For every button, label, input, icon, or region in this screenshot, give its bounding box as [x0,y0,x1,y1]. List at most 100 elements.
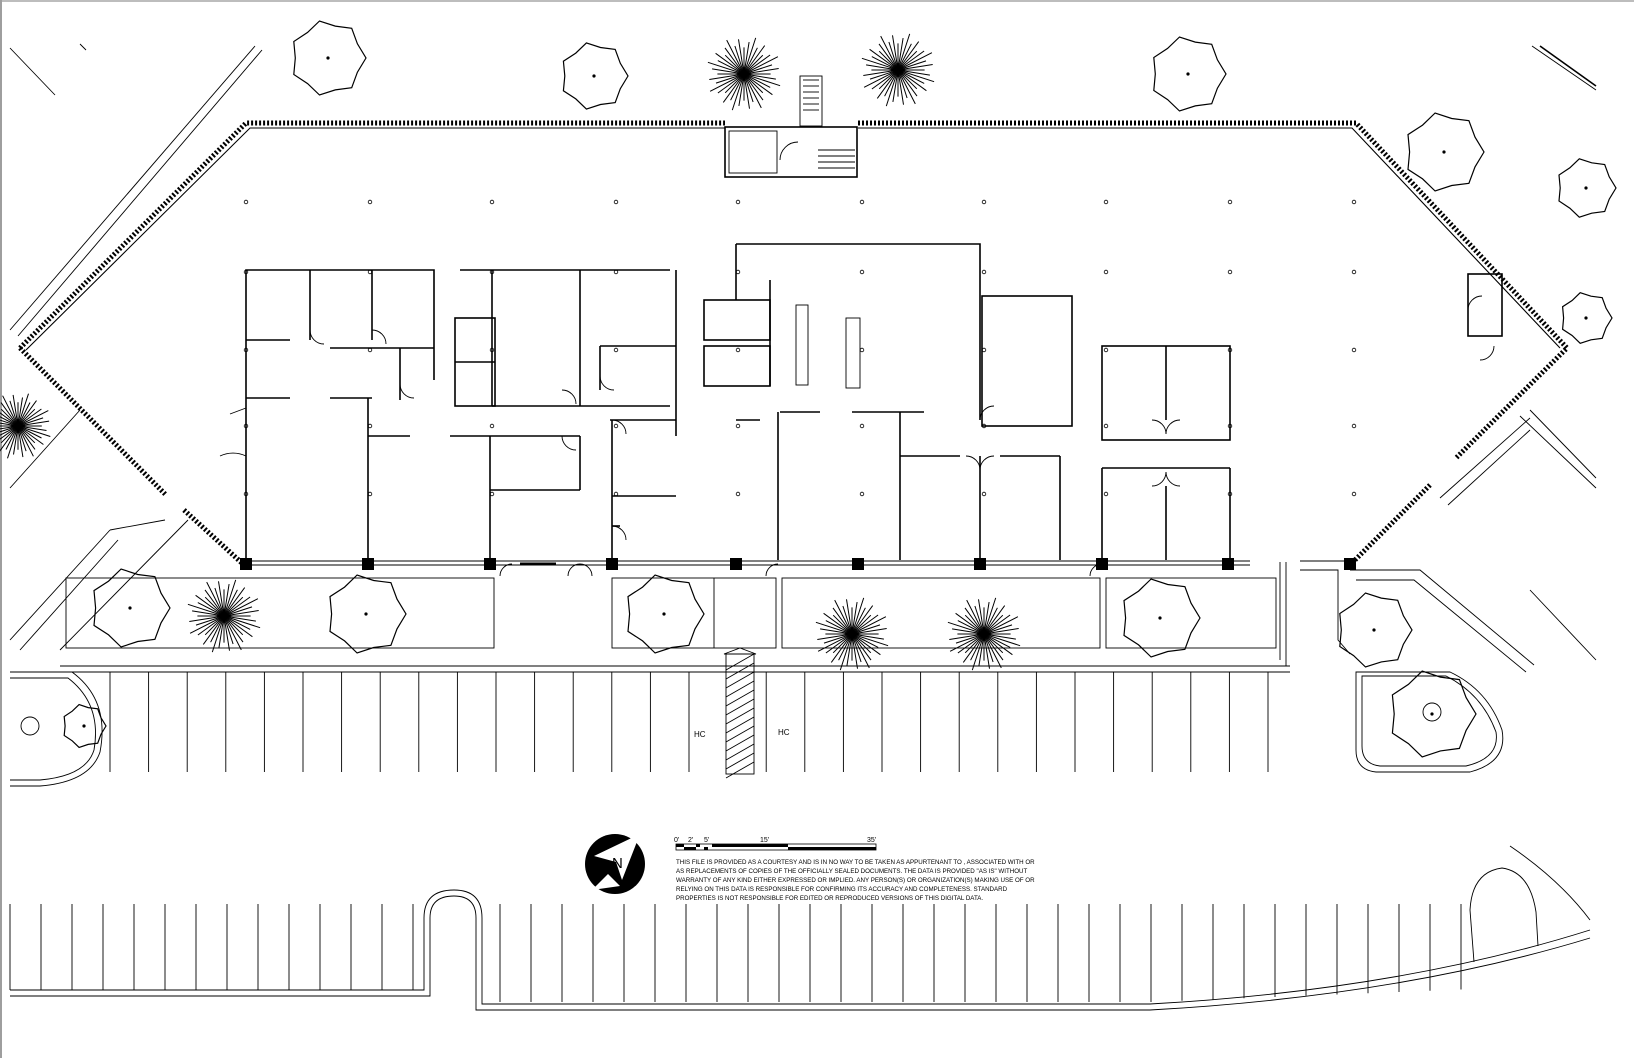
deciduous-tree-icon [1558,158,1617,218]
palm-frond [897,69,925,84]
palm-frond [878,43,899,71]
palm-frond [743,73,764,101]
palm-frond [7,425,19,459]
palm-frond [17,425,34,457]
column-marker [735,491,741,497]
parking-label-hc-left: HC [694,730,706,739]
palm-frond [738,39,745,75]
palm-frond [17,425,47,431]
storefront-posts [240,558,1356,577]
palm-frond [839,633,853,671]
palm-frond [851,616,887,635]
palm-frond [897,41,920,71]
palm-frond [743,73,762,109]
palm-frond [724,73,745,94]
palm-frond [897,50,925,71]
palm-frond [223,596,251,617]
palm-tree-icon [947,597,1021,671]
palm-frond [983,597,997,635]
palm-frond [823,633,853,644]
palm-frond [955,633,985,644]
deciduous-tree-icon [562,42,629,110]
storefront-post [730,558,742,570]
palm-frond [838,633,853,661]
palm-frond [223,584,230,617]
landscape-island-right [1355,671,1504,773]
palm-frond [851,605,874,635]
palm-frond [832,607,853,635]
viewer-top-border [0,0,1634,2]
storefront-post [484,558,496,570]
ramp-hatch-line [725,743,755,761]
palm-frond [204,596,225,617]
palm-frond [743,73,773,96]
palm-frond [17,425,51,437]
palm-frond [0,402,19,427]
palm-frond [0,425,19,433]
palm-frond [957,620,985,635]
disclaimer-text: THIS FILE IS PROVIDED AS A COURTESY AND … [676,859,1035,902]
palm-frond [983,628,1019,635]
palm-tree-icon [815,597,889,671]
tree-canopy [562,42,629,110]
palm-frond [830,633,853,663]
scale-tick-5: 5' [704,837,709,844]
palm-frond [851,633,872,654]
palm-frond [724,54,745,75]
interior-walls [219,243,1503,560]
ramp-hatch-line [725,761,755,779]
ramp-hatch-line [725,734,755,752]
palm-frond [223,598,259,617]
palm-frond [743,56,779,75]
palm-frond [717,60,745,75]
disclaimer-line-1: THIS FILE IS PROVIDED AS A COURTESY AND … [676,859,1035,866]
palm-frond [949,633,985,652]
column-marker [1103,199,1109,205]
palm-frond [978,599,985,635]
palm-frond [897,33,911,71]
palm-frond [820,628,853,635]
palm-frond [897,69,918,90]
palm-frond [897,69,916,105]
column-marker [613,347,619,353]
palm-frond [964,607,985,635]
palm-frond [743,54,764,75]
column-marker [1227,199,1233,205]
palm-frond [897,69,927,92]
column-marker [735,423,741,429]
palm-frond [983,633,1004,654]
deciduous-tree-icon [1407,112,1485,192]
palm-frond [851,628,887,635]
palm-frond [709,73,745,80]
palm-frond [743,73,764,94]
palm-frond [983,633,1021,647]
palm-frond [897,50,918,71]
palm-frond [204,589,225,617]
palm-frond [851,614,879,635]
palm-frond [897,69,935,83]
palm-frond [851,633,872,661]
palm-frond [17,425,44,445]
palm-frond [964,614,985,635]
tree-trunk [1372,628,1376,632]
ramp-hatch-line [725,653,755,671]
north-arrow-icon: N [585,834,645,894]
palm-frond [825,633,853,654]
palm-frond [851,597,865,635]
column-marker [1351,491,1357,497]
palm-frond [202,615,225,645]
palm-frond [17,400,37,427]
palm-frond [897,43,912,71]
palm-frond [738,73,745,106]
entry-door-swing [499,563,513,577]
palm-frond [983,633,1002,669]
tree-canopy [1123,578,1201,658]
palm-frond [892,35,899,71]
column-marker [859,491,865,497]
tree-trunk [128,606,132,610]
column-marker [489,199,495,205]
column-marker [1351,269,1357,275]
column-marker [1351,423,1357,429]
landscape-trees[interactable] [0,20,1617,758]
palm-frond [983,616,1019,635]
